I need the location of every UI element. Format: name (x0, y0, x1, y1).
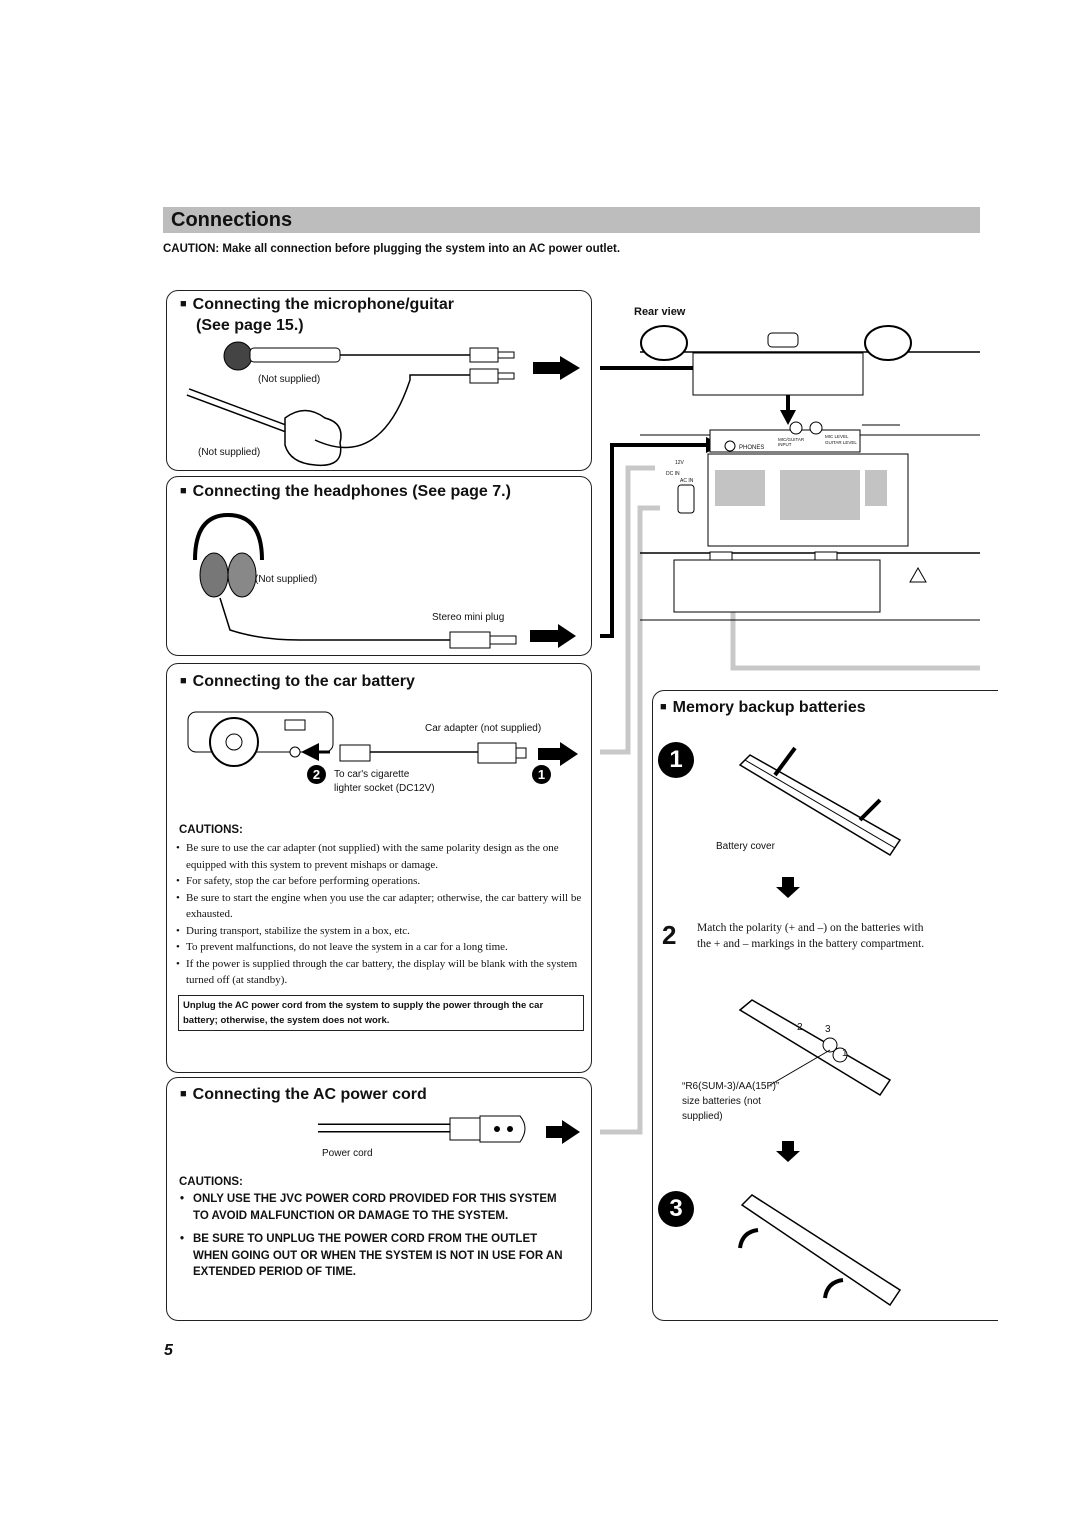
phones-label: PHONES (739, 445, 765, 451)
battery-cover-label: Battery cover (716, 841, 775, 852)
memory-step-2: 2 (662, 920, 677, 950)
dc-in-label: DC IN (666, 471, 680, 477)
down-arrow-1 (776, 877, 800, 898)
unplug-note: Unplug the AC power cord from the system… (178, 995, 584, 1031)
power-cord-label: Power cord (322, 1148, 373, 1159)
dc-voltage-label: 12V (675, 460, 684, 466)
ac-cautions-heading: CAUTIONS: (179, 1176, 243, 1188)
cigarette-label-1: To car's cigarette (334, 769, 410, 780)
battery-cover-1 (738, 746, 902, 857)
list-item: Be sure to use the car adapter (not supp… (176, 840, 586, 873)
power-cord-icon (318, 1115, 526, 1143)
section-title-bar: Connections (163, 207, 980, 233)
memory-heading: ■Memory backup batteries (660, 699, 866, 716)
polarity-text: Match the polarity (+ and –) on the batt… (697, 922, 925, 950)
headphones-heading: ■Connecting the headphones (See page 7.) (180, 483, 511, 500)
rear-view-unit (640, 325, 980, 621)
mic-level-label: MIC LEVEL (825, 434, 849, 439)
car-step-2: 2 (307, 765, 326, 784)
mic-input-label: MIC/GUITAR INPUT (778, 437, 805, 447)
car-cautions-heading: CAUTIONS: (179, 824, 243, 836)
battery-cover-3 (738, 1194, 902, 1307)
bullet-square-icon: ■ (180, 485, 187, 497)
battery-label-3: 3 (825, 1024, 831, 1035)
microphone-icon (223, 341, 515, 371)
ac-heading: ■Connecting the AC power cord (180, 1086, 427, 1103)
headphones-icon (193, 512, 517, 649)
list-item: BE SURE TO UNPLUG THE POWER CORD FROM TH… (180, 1231, 575, 1281)
car-cautions-list: Be sure to use the car adapter (not supp… (176, 840, 586, 989)
car-heading: ■Connecting to the car battery (180, 673, 415, 690)
car-dashboard-icon (187, 711, 527, 767)
battery-size-label-1: “R6(SUM-3)/AA(15F)” (682, 1081, 780, 1092)
guitar-not-supplied-label: (Not supplied) (198, 447, 261, 458)
battery-size-label-2: size batteries (not (682, 1096, 761, 1107)
mic-box (166, 290, 592, 471)
stereo-plug-label: Stereo mini plug (432, 612, 505, 623)
list-item: For safety, stop the car before performi… (176, 873, 586, 890)
list-item: If the power is supplied through the car… (176, 956, 586, 989)
memory-box (652, 690, 998, 1321)
mic-heading: ■Connecting the microphone/guitar (180, 296, 454, 313)
memory-step-3: 3 (658, 1191, 694, 1227)
bullet-square-icon: ■ (180, 1088, 187, 1100)
bullet-square-icon: ■ (660, 701, 667, 713)
car-adapter-label: Car adapter (not supplied) (425, 723, 542, 734)
ac-in-label: AC IN (680, 478, 694, 484)
list-item: During transport, stabilize the system i… (176, 923, 586, 940)
guitar-icon (186, 368, 515, 467)
mic-not-supplied-label: (Not supplied) (258, 374, 321, 385)
bullet-square-icon: ■ (180, 298, 187, 310)
list-item: To prevent malfunctions, do not leave th… (176, 939, 586, 956)
car-step-1: 1 (532, 765, 551, 784)
battery-cover-2 (738, 999, 892, 1097)
page-title: Connections (171, 209, 293, 231)
rear-view-label: Rear view (634, 306, 686, 318)
mic-heading-page: (See page 15.) (196, 317, 304, 334)
battery-label-1: 1 (842, 1048, 848, 1059)
memory-step-1: 1 (658, 742, 694, 778)
guitar-level-label: GUITAR LEVEL (825, 440, 857, 445)
list-item: ONLY USE THE JVC POWER CORD PROVIDED FOR… (180, 1191, 575, 1224)
battery-label-2: 2 (797, 1022, 803, 1033)
connection-arrows (530, 356, 580, 1144)
cigarette-label-2: lighter socket (DC12V) (334, 783, 435, 794)
down-arrow-2 (776, 1141, 800, 1162)
battery-size-label-3: supplied) (682, 1111, 723, 1122)
ac-cautions-list: ONLY USE THE JVC POWER CORD PROVIDED FOR… (180, 1191, 575, 1281)
bullet-square-icon: ■ (180, 675, 187, 687)
page-number: 5 (164, 1342, 173, 1359)
caution-banner: CAUTION: Make all connection before plug… (163, 243, 621, 255)
headphones-not-supplied-label: (Not supplied) (255, 574, 318, 585)
list-item: Be sure to start the engine when you use… (176, 890, 586, 923)
